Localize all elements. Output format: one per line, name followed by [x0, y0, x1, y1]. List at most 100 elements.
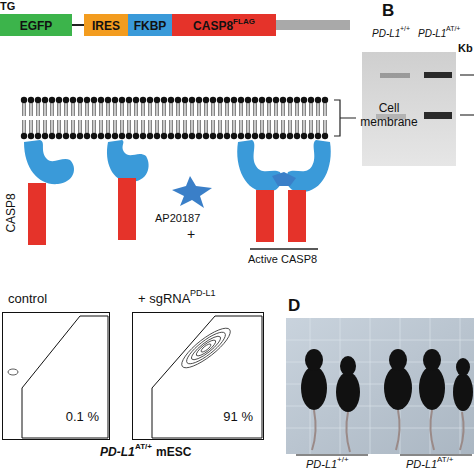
lipid-head — [63, 97, 69, 103]
gel-band — [424, 112, 452, 119]
fkbp-domain — [107, 140, 149, 182]
lipid-head — [70, 133, 76, 139]
fkbp-box: FKBP — [128, 14, 172, 36]
lipid-tail — [282, 103, 284, 116]
lipid-head — [259, 133, 265, 139]
lipid-head — [49, 133, 55, 139]
lipid-head — [280, 97, 286, 103]
lipid-tail — [324, 103, 326, 116]
lipid-head — [28, 133, 34, 139]
lipid-tail — [23, 103, 25, 116]
lipid-tail — [198, 120, 200, 133]
lipid-tail — [163, 120, 165, 133]
lipid-head — [112, 97, 118, 103]
lipid-tail — [219, 120, 221, 133]
lipid-head — [28, 97, 34, 103]
condition-label: control — [8, 292, 47, 307]
lipid-tail — [303, 103, 305, 116]
lipid-head — [189, 133, 195, 139]
gel-band — [424, 72, 452, 78]
egfp-box: EGFP — [0, 14, 72, 36]
lipid-head — [315, 133, 321, 139]
lipid-tail — [247, 103, 249, 116]
casp8-domain — [118, 178, 136, 240]
lipid-tail — [65, 103, 67, 116]
lipid-head — [322, 97, 328, 103]
superscript: PD-L1 — [190, 288, 216, 298]
lipid-tail — [240, 103, 242, 116]
lipid-tail — [100, 103, 102, 116]
lipid-head — [287, 133, 293, 139]
lipid-tail — [58, 120, 60, 133]
lipid-tail — [79, 120, 81, 133]
lipid-head — [196, 133, 202, 139]
lipid-tail — [205, 103, 207, 116]
active-bar — [250, 248, 318, 250]
fkbp-domain — [24, 140, 74, 184]
condition-label: + sgRNA — [138, 292, 190, 307]
lipid-tail — [37, 103, 39, 116]
lipid-tail — [93, 103, 95, 116]
genotype-label: PD-L1 — [306, 458, 337, 471]
lipid-head — [238, 133, 244, 139]
lipid-tail — [135, 103, 137, 116]
lipid-head — [273, 97, 279, 103]
lipid-head — [119, 133, 125, 139]
lipid-head — [168, 133, 174, 139]
lipid-head — [308, 97, 314, 103]
lipid-head — [210, 133, 216, 139]
lipid-tail — [121, 103, 123, 116]
lipid-tail — [191, 120, 193, 133]
lipid-tail — [149, 120, 151, 133]
lipid-tail — [58, 103, 60, 116]
lipid-head — [126, 133, 132, 139]
lipid-head — [301, 97, 307, 103]
lipid-head — [245, 133, 251, 139]
flow-plot: 91 % — [132, 312, 264, 440]
lipid-head — [56, 133, 62, 139]
lipid-head — [210, 97, 216, 103]
lipid-head — [21, 97, 27, 103]
mice — [301, 349, 473, 452]
lipid-head — [308, 133, 314, 139]
lipid-tail — [247, 120, 249, 133]
node-label: EGFP — [20, 19, 53, 33]
size-tick — [460, 114, 474, 115]
lipid-tail — [51, 103, 53, 116]
lipid-tail — [114, 103, 116, 116]
group-bar — [296, 454, 368, 455]
lipid-head — [91, 97, 97, 103]
lipid-head — [182, 133, 188, 139]
lipid-head — [77, 97, 83, 103]
ap20187-molecule — [272, 172, 296, 186]
superscript: AT/+ — [437, 455, 454, 464]
utr-bar — [276, 20, 350, 30]
node-label: CASP8 — [193, 19, 233, 33]
lipid-tail — [37, 120, 39, 133]
fkbp-domain — [237, 140, 281, 192]
lipid-tail — [149, 103, 151, 116]
lipid-tail — [317, 120, 319, 133]
lipid-head — [266, 97, 272, 103]
lipid-head — [245, 97, 251, 103]
lipid-tail — [30, 103, 32, 116]
casp8-box: CASP8FLAG — [172, 14, 276, 36]
lipid-head — [175, 133, 181, 139]
lipid-head — [238, 97, 244, 103]
lipid-head — [287, 97, 293, 103]
lipid-head — [196, 97, 202, 103]
lipid-tail — [268, 103, 270, 116]
lipid-tail — [324, 120, 326, 133]
panel-letter: D — [288, 296, 300, 316]
lipid-tail — [44, 103, 46, 116]
lipid-tail — [275, 103, 277, 116]
lipid-tail — [191, 103, 193, 116]
lipid-head — [154, 133, 160, 139]
lipid-head — [91, 133, 97, 139]
lipid-tail — [93, 120, 95, 133]
lipid-head — [161, 133, 167, 139]
lipid-tail — [212, 120, 214, 133]
lipid-tail — [135, 120, 137, 133]
lipid-head — [280, 133, 286, 139]
lipid-head — [63, 133, 69, 139]
